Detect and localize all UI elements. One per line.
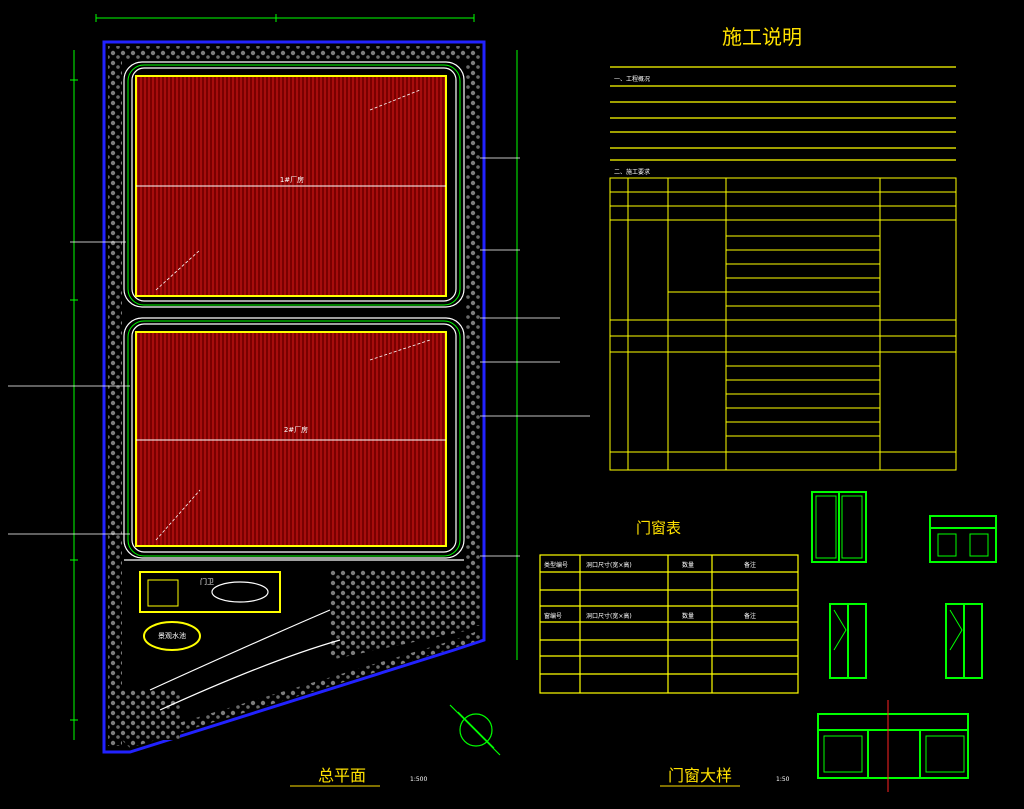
building-1: 1#厂房 (135, 75, 447, 297)
annotation-leaders (8, 157, 590, 557)
notes-title: 施工说明 (722, 25, 802, 49)
dimension-lines (70, 14, 518, 740)
notes-table (609, 177, 957, 471)
door-window-table-title: 门窗表 (636, 519, 681, 537)
table-header-note: 备注 (744, 561, 756, 569)
landscape-pool: 景观水池 (143, 621, 201, 651)
site-plan-scale: 1:500 (410, 776, 427, 783)
gravel-border (108, 46, 480, 748)
notes-lines (610, 66, 956, 161)
building-1-label: 1#厂房 (280, 175, 304, 184)
table-header-window-size: 洞口尺寸(宽×高) (586, 612, 632, 620)
door-window-detail-title: 门窗大样 (668, 766, 732, 785)
gatehouse: 门卫 (139, 571, 281, 613)
building-2-label: 2#厂房 (284, 425, 308, 434)
table-header-window-qty: 数量 (682, 612, 694, 620)
detail-window-3 (945, 603, 983, 679)
table-header-size: 洞口尺寸(宽×高) (586, 561, 632, 569)
pool-label: 景观水池 (158, 631, 186, 640)
door-window-detail-scale: 1:50 (776, 776, 790, 783)
detail-window-4 (817, 713, 969, 779)
site-boundary (102, 40, 486, 754)
detail-door-1 (811, 491, 867, 563)
construction-notes: 施工说明 一、工程概况 二、施工要求 (609, 25, 957, 471)
notes-section-2: 二、施工要求 (614, 168, 650, 176)
door-window-table: 门窗表 类型编号 洞口尺寸(宽×高) 数量 备注 窗编号 洞口尺寸(宽×高) 数… (539, 519, 799, 694)
notes-section-1: 一、工程概况 (614, 75, 650, 83)
building-2: 2#厂房 (135, 331, 447, 547)
gatehouse-label: 门卫 (200, 577, 214, 586)
table-header-window-note: 备注 (744, 612, 756, 620)
table-header-qty: 数量 (682, 561, 694, 569)
door-window-details (811, 491, 997, 792)
detail-window-2 (829, 603, 867, 679)
detail-window-1 (929, 515, 997, 563)
site-roads (123, 61, 465, 711)
north-arrow-icon (449, 704, 501, 756)
table-header-type: 类型编号 (544, 561, 568, 569)
green-curbs (127, 64, 461, 557)
site-plan-title: 总平面 (318, 766, 366, 785)
site-plan: 1#厂房 2#厂房 门卫 景观水池 (8, 14, 590, 787)
table-header-window-type: 窗编号 (544, 612, 562, 620)
